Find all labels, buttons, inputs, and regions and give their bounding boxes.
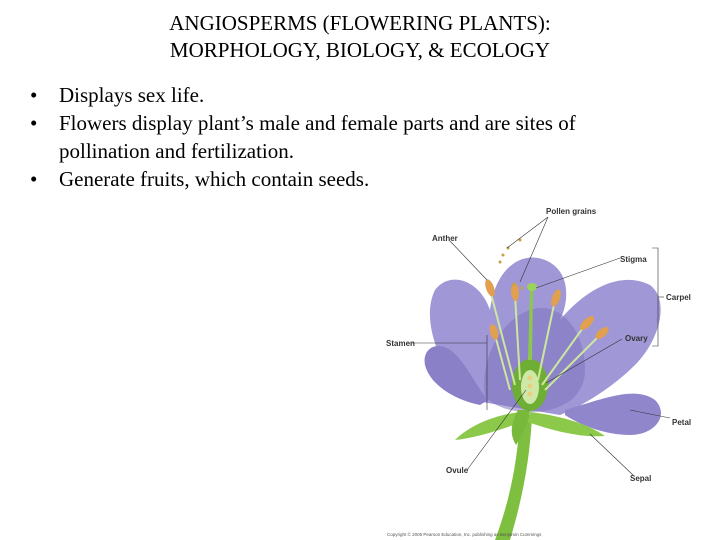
bullet-list: • Displays sex life. • Flowers display p… (30, 81, 670, 193)
label-stamen: Stamen (386, 339, 415, 348)
sepal-right (528, 412, 605, 437)
pollen-grain (498, 260, 502, 264)
ovule (527, 383, 533, 389)
bullet-item: • Generate fruits, which contain seeds. (30, 165, 670, 193)
anther (580, 316, 594, 330)
stamen-filament (544, 334, 601, 391)
stamen-filament (541, 324, 586, 386)
slide-title: ANGIOSPERMS (FLOWERING PLANTS): MORPHOLO… (0, 10, 720, 64)
pollen-grain (518, 238, 522, 242)
title-line-1: ANGIOSPERMS (FLOWERING PLANTS): (169, 11, 551, 35)
pollen-grain (520, 286, 524, 290)
flower-illustration: Pollen grains Anther Stigma Carpel Stame… (386, 207, 691, 540)
label-petal: Petal (672, 418, 691, 427)
ovule (527, 391, 533, 397)
bullet-symbol: • (30, 111, 38, 135)
pollen-grain (501, 253, 505, 257)
bullet-text: Displays sex life. (59, 83, 205, 107)
anther (551, 289, 561, 307)
stamen-filament (494, 334, 511, 391)
ovule (527, 375, 533, 381)
bullet-text: Generate fruits, which contain seeds. (59, 167, 370, 191)
bullet-symbol: • (30, 167, 38, 191)
stamen-filament (537, 299, 556, 381)
sepal-mid (511, 410, 530, 445)
bullet-symbol: • (30, 83, 38, 107)
label-sepal: Sepal (630, 474, 651, 483)
anther (595, 327, 609, 339)
anther (489, 324, 499, 340)
anther (510, 283, 520, 301)
flower-stem (495, 415, 532, 540)
label-stigma: Stigma (620, 255, 647, 264)
anther (485, 279, 495, 297)
pollen-grain (506, 246, 510, 250)
leader-lines (412, 216, 671, 476)
petal-left (424, 345, 488, 405)
label-pollen-grains: Pollen grains (546, 207, 597, 216)
pollen-grain (512, 282, 516, 286)
label-ovule: Ovule (446, 466, 469, 475)
sepal-left (455, 412, 522, 440)
stigma (527, 283, 537, 291)
petal-right (565, 393, 661, 435)
copyright-notice: Copyright © 2005 Pearson Education, Inc.… (387, 531, 542, 537)
label-anther: Anther (432, 234, 458, 243)
carpel-style (528, 290, 533, 360)
bullet-item: • Displays sex life. (30, 81, 670, 109)
bullet-item: • Flowers display plant’s male and femal… (30, 109, 670, 165)
bullet-text: Flowers display plant’s male and female … (59, 111, 576, 163)
label-carpel: Carpel (666, 293, 691, 302)
stamen-filament (489, 289, 516, 386)
flower-diagram: Pollen grains Anther Stigma Carpel Stame… (370, 200, 720, 540)
stamen-filament (514, 294, 521, 381)
title-line-2: MORPHOLOGY, BIOLOGY, & ECOLOGY (169, 38, 551, 62)
label-ovary: Ovary (625, 334, 648, 343)
